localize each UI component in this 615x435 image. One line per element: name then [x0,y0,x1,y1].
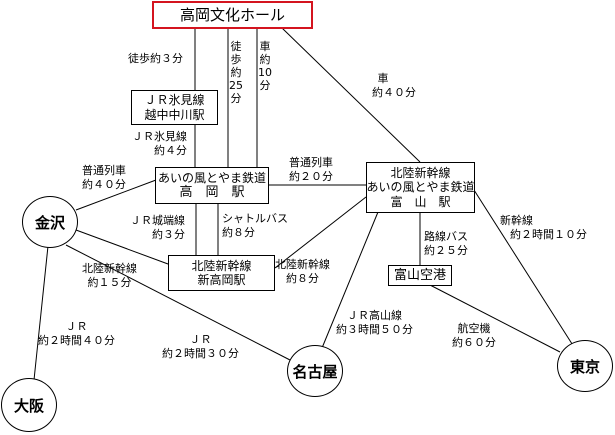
label-car40: 車 約４０分 [372,72,416,100]
line-airport-tokyo [429,284,561,353]
toyama-line2-label: あいの風とやま鉄道 [366,180,475,195]
line-shintakaoka-toyama [274,196,367,269]
line-toyama-tokyo [473,189,575,348]
toyama-airport-box: 富山空港 [388,265,452,286]
label-jr-osaka: ＪＲ 約２時間４０分 [38,320,115,348]
label-local-kanazawa: 普通列車 約４０分 [82,164,126,192]
himi-station-label: 越中中川駅 [144,107,205,122]
label-shinkansen-kanazawa: 北陸新幹線 約１５分 [82,262,137,290]
label-jr-nagoya: ＪＲ 約２時間３０分 [162,333,239,361]
osaka-label: 大阪 [13,396,44,415]
takaoka-station-label: 高 岡 駅 [179,184,245,200]
kanazawa-node: 金沢 [22,196,78,248]
shintakaoka-station-box: 北陸新幹線 新高岡駅 [168,255,275,291]
line-kanazawa-nagoya [65,244,291,361]
toyama-station-label: 富 山 駅 [390,194,451,209]
osaka-node: 大阪 [1,378,57,432]
himi-line-label: ＪＲ氷見線 [144,93,205,108]
tokyo-node: 東京 [557,340,613,392]
takaoka-line-label: あいの風とやま鉄道 [157,170,266,185]
line-kanazawa-osaka [33,245,49,381]
toyama-line1-label: 北陸新幹線 [390,165,451,180]
label-walk25: 徒 歩 約 25 分 [229,40,243,105]
line-toyama-nagoya [321,211,379,349]
line-hall-toyama [281,27,421,163]
nagoya-label: 名古屋 [292,362,338,381]
hall-box: 高岡文化ホール [152,1,313,29]
label-johana: ＪＲ城端線 約３分 [130,214,185,242]
label-takayama: ＪＲ高山線 約３時間５０分 [336,309,413,337]
label-flight: 航空機 約６０分 [452,322,496,350]
line-kanazawa-shintakaoka [75,229,169,265]
label-local-toyama: 普通列車 約２０分 [289,156,333,184]
kanazawa-label: 金沢 [34,213,65,232]
airport-label: 富山空港 [393,267,446,283]
tokyo-label: 東京 [569,357,600,376]
shintakaoka-line-label: 北陸新幹線 [191,258,252,273]
label-route-bus: 路線バス 約２５分 [424,230,468,258]
label-himi-line: ＪＲ氷見線 約４分 [132,130,187,158]
hall-label: 高岡文化ホール [179,6,285,24]
takaoka-station-box: あいの風とやま鉄道 高 岡 駅 [155,167,269,204]
shintakaoka-station-label: 新高岡駅 [197,273,246,287]
label-shuttle: シャトルバス 約８分 [222,212,288,240]
toyama-station-box: 北陸新幹線 あいの風とやま鉄道 富 山 駅 [366,162,475,213]
label-shinkansen-tokyo: 新幹線 約２時間１０分 [500,214,587,242]
line-kanazawa-takaoka [75,179,157,211]
label-car10: 車 約 10 分 [258,40,272,92]
label-shinkansen-toyama: 北陸新幹線 約８分 [275,258,330,286]
label-walk3: 徒歩約３分 [128,52,183,65]
himi-station-box: ＪＲ氷見線 越中中川駅 [131,90,218,125]
nagoya-node: 名古屋 [287,345,343,397]
